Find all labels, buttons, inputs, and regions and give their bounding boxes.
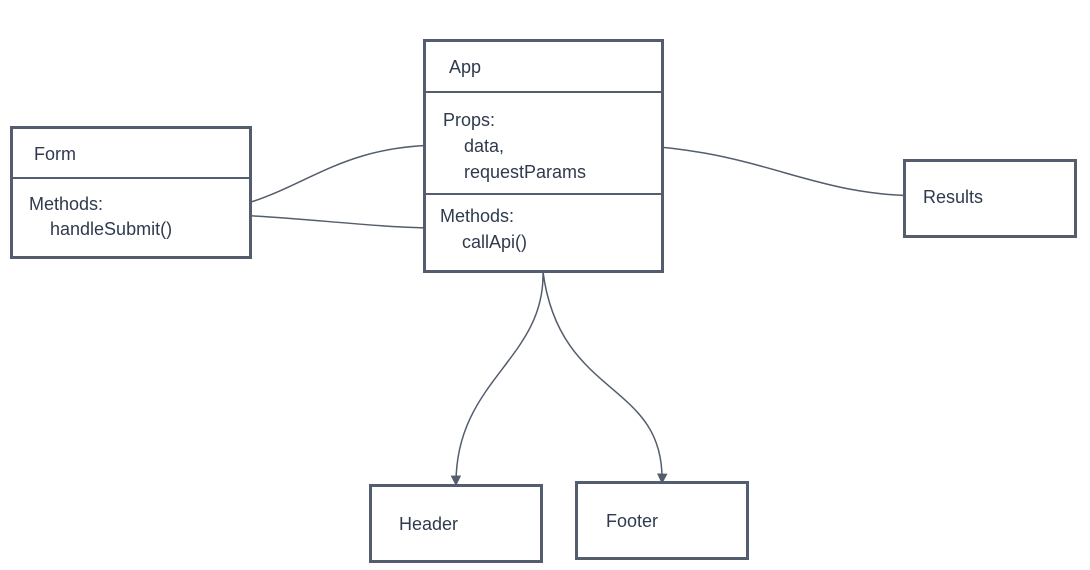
form-title: Form xyxy=(34,144,76,164)
results-title: Results xyxy=(923,187,984,207)
form-title-divider xyxy=(13,177,249,179)
form-method-handlesubmit: handleSubmit() xyxy=(50,219,173,239)
app-props-heading: Props: xyxy=(443,110,496,130)
app-prop-data: data, xyxy=(464,136,505,156)
app-title-divider xyxy=(426,91,661,93)
header-component-box: Header xyxy=(369,484,543,563)
footer-title: Footer xyxy=(606,511,659,531)
arrow-app-to-header xyxy=(450,271,544,487)
app-method-callapi: callApi() xyxy=(462,232,528,252)
footer-component-box: Footer xyxy=(575,481,749,560)
app-component-box: App Props: data, requestParams Methods: … xyxy=(423,39,664,273)
form-methods-heading: Methods: xyxy=(29,194,104,214)
app-prop-requestparams: requestParams xyxy=(464,162,587,182)
app-methods-heading: Methods: xyxy=(440,206,515,226)
form-component-box: Form Methods: handleSubmit() xyxy=(10,126,252,259)
app-props-divider xyxy=(426,193,661,195)
app-title: App xyxy=(449,57,482,77)
arrow-app-to-footer xyxy=(542,271,668,485)
results-component-box: Results xyxy=(903,159,1077,238)
header-title: Header xyxy=(399,514,459,534)
